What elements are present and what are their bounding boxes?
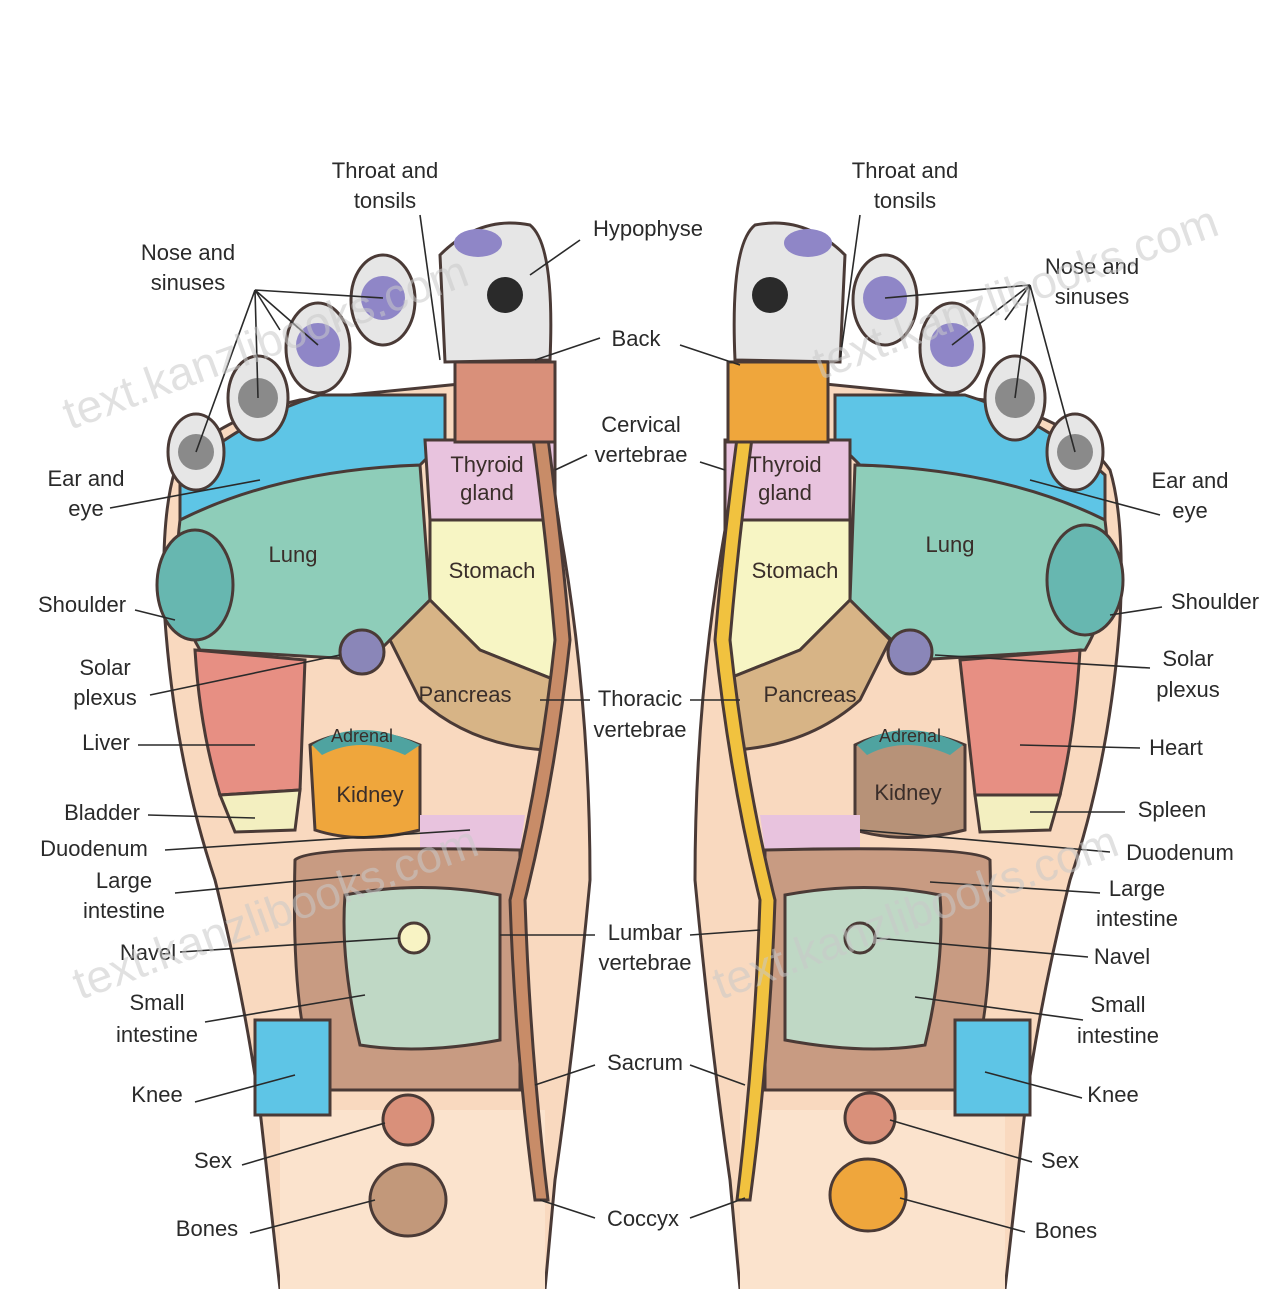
label-spleen: Spleen [1138,797,1207,822]
label-small-intestine-l-1: Small [129,990,184,1015]
right-throat-spot [784,229,832,257]
label-ear-eye-r-2: eye [1172,498,1207,523]
label-thoracic-1: Thoracic [598,686,682,711]
label-ear-eye-r-1: Ear and [1151,468,1228,493]
inner-kidney-l: Kidney [336,782,403,807]
label-lumbar-1: Lumbar [608,920,683,945]
left-bones-point [370,1164,446,1236]
label-sacrum: Sacrum [607,1050,683,1075]
label-navel-r: Navel [1094,944,1150,969]
label-throat-tonsils-l-2: tonsils [354,188,416,213]
right-shoulder-zone [1047,525,1123,635]
label-solar-l-1: Solar [79,655,130,680]
label-large-intestine-l-2: intestine [83,898,165,923]
label-small-intestine-l-2: intestine [116,1022,198,1047]
left-throat-spot [454,229,502,257]
inner-pancreas-l: Pancreas [419,682,512,707]
inner-lung-l: Lung [269,542,318,567]
label-bones-l: Bones [176,1216,238,1241]
inner-stomach-l: Stomach [449,558,536,583]
left-small-intestine-zone [344,888,500,1050]
label-nose-sinuses-l-2: sinuses [151,270,226,295]
label-back: Back [612,326,662,351]
left-navel-point [399,923,429,953]
inner-thyroid-l-2: gland [460,480,514,505]
label-duodenum-l: Duodenum [40,836,148,861]
label-solar-r-2: plexus [1156,677,1220,702]
inner-kidney-r: Kidney [874,780,941,805]
label-large-intestine-r-1: Large [1109,876,1165,901]
label-throat-tonsils-r-1: Throat and [852,158,958,183]
label-ear-eye-l-2: eye [68,496,103,521]
label-duodenum-r: Duodenum [1126,840,1234,865]
label-ear-eye-l-1: Ear and [47,466,124,491]
label-shoulder-l: Shoulder [38,592,126,617]
label-heart: Heart [1149,735,1203,760]
label-large-intestine-l-1: Large [96,868,152,893]
label-bladder: Bladder [64,800,140,825]
left-shoulder-zone [157,530,233,640]
label-coccyx: Coccyx [607,1206,679,1231]
left-back-zone [455,362,555,442]
inner-lung-r: Lung [926,532,975,557]
right-knee-zone [955,1020,1030,1115]
right-sex-point [845,1093,895,1143]
label-sex-r: Sex [1041,1148,1079,1173]
inner-thyroid-l-1: Thyroid [450,452,523,477]
right-duodenum-zone [760,815,860,850]
right-hypophyse-point [752,277,788,313]
label-throat-tonsils-l-1: Throat and [332,158,438,183]
right-heart-zone [960,650,1080,795]
label-small-intestine-r-2: intestine [1077,1023,1159,1048]
left-sex-point [383,1095,433,1145]
left-hypophyse-point [487,277,523,313]
right-back-zone [728,362,828,442]
left-solar-plexus-point [340,630,384,674]
inner-adrenal-r: Adrenal [879,726,941,746]
label-liver: Liver [82,730,130,755]
label-knee-l: Knee [131,1082,182,1107]
inner-adrenal-l: Adrenal [331,726,393,746]
inner-pancreas-r: Pancreas [764,682,857,707]
label-nose-sinuses-l-1: Nose and [141,240,235,265]
right-bones-point [830,1159,906,1231]
label-lumbar-2: vertebrae [599,950,692,975]
label-large-intestine-r-2: intestine [1096,906,1178,931]
label-solar-l-2: plexus [73,685,137,710]
label-hypophyse: Hypophyse [593,216,703,241]
label-bones-r: Bones [1035,1218,1097,1243]
inner-thyroid-r-1: Thyroid [748,452,821,477]
label-sex-l: Sex [194,1148,232,1173]
left-bladder-zone [220,790,300,832]
left-knee-zone [255,1020,330,1115]
label-knee-r: Knee [1087,1082,1138,1107]
label-shoulder-r: Shoulder [1171,589,1259,614]
label-throat-tonsils-r-2: tonsils [874,188,936,213]
inner-thyroid-r-2: gland [758,480,812,505]
right-foot [695,223,1123,1289]
label-small-intestine-r-1: Small [1090,992,1145,1017]
right-solar-plexus-point [888,630,932,674]
label-solar-r-1: Solar [1162,646,1213,671]
label-cervical-2: vertebrae [595,442,688,467]
right-spleen-zone [975,795,1060,832]
inner-stomach-r: Stomach [752,558,839,583]
label-thoracic-2: vertebrae [594,717,687,742]
label-cervical-1: Cervical [601,412,680,437]
